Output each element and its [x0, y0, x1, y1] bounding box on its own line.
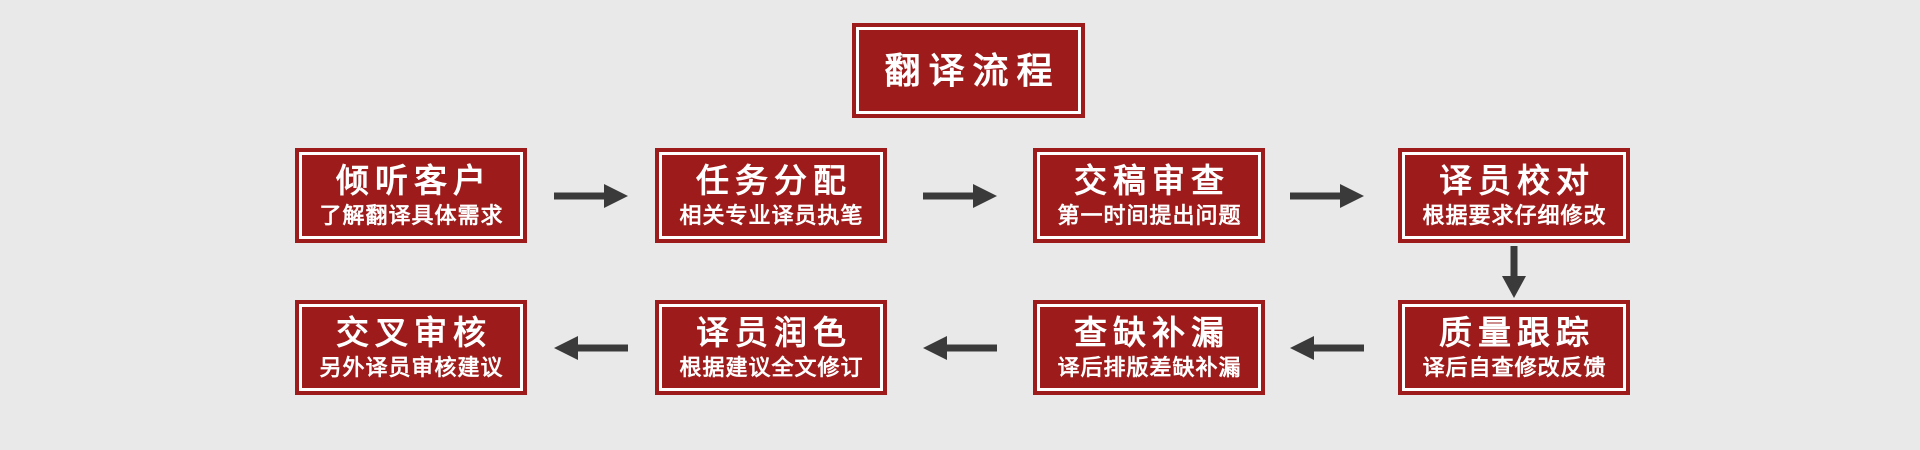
step-title: 倾听客户	[336, 162, 492, 199]
step-title: 质量跟踪	[1439, 314, 1595, 351]
arrow-right-icon	[923, 180, 997, 212]
arrow-left-icon	[923, 332, 997, 364]
step-subtitle: 另外译员审核建议	[319, 355, 504, 380]
flow-step: 任务分配 相关专业译员执笔	[655, 148, 887, 243]
flow-step: 倾听客户 了解翻译具体需求	[295, 148, 527, 243]
step-title: 译员润色	[696, 314, 852, 351]
step-title: 查缺补漏	[1074, 314, 1230, 351]
step-subtitle: 根据建议全文修订	[679, 355, 864, 380]
flow-step: 查缺补漏 译后排版差缺补漏	[1033, 300, 1265, 395]
flow-step: 质量跟踪 译后自查修改反馈	[1398, 300, 1630, 395]
step-subtitle: 译后排版差缺补漏	[1057, 355, 1242, 380]
step-subtitle: 相关专业译员执笔	[679, 203, 864, 228]
step-subtitle: 根据要求仔细修改	[1422, 203, 1607, 228]
step-subtitle: 了解翻译具体需求	[319, 203, 504, 228]
arrow-down-icon	[1498, 246, 1530, 298]
arrow-left-icon	[1290, 332, 1364, 364]
flow-step: 译员润色 根据建议全文修订	[655, 300, 887, 395]
arrow-right-icon	[1290, 180, 1364, 212]
diagram-title-box: 翻译流程	[852, 23, 1085, 118]
step-subtitle: 第一时间提出问题	[1057, 203, 1242, 228]
arrow-left-icon	[554, 332, 628, 364]
step-title: 交叉审核	[336, 314, 492, 351]
step-title: 任务分配	[696, 162, 852, 199]
step-title: 译员校对	[1439, 162, 1595, 199]
arrow-right-icon	[554, 180, 628, 212]
flow-step: 译员校对 根据要求仔细修改	[1398, 148, 1630, 243]
diagram-title-box-inner: 翻译流程	[856, 27, 1081, 114]
flow-step: 交稿审查 第一时间提出问题	[1033, 148, 1265, 243]
step-subtitle: 译后自查修改反馈	[1422, 355, 1607, 380]
flow-step: 交叉审核 另外译员审核建议	[295, 300, 527, 395]
diagram-title: 翻译流程	[884, 49, 1061, 91]
step-title: 交稿审查	[1074, 162, 1230, 199]
